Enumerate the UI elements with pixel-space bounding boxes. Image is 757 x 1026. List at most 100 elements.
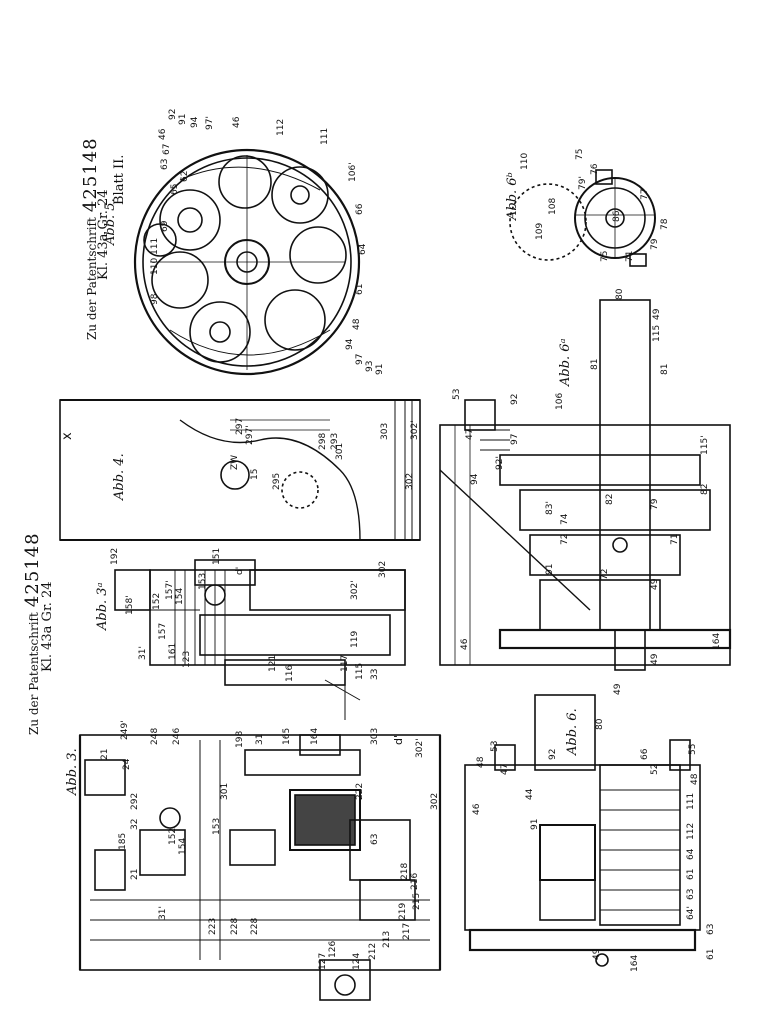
ref-number: 164 — [712, 632, 722, 650]
ref-number: ZW — [230, 454, 240, 470]
ref-number: 110 — [150, 257, 160, 275]
ref-number: 67 — [162, 143, 172, 155]
abb6a-drawing — [439, 299, 732, 671]
ref-number: 111 — [150, 237, 160, 255]
ref-number: 213 — [382, 930, 392, 948]
ref-number: 164 — [310, 727, 320, 745]
ref-number: 86 — [612, 210, 622, 222]
ref-number: 301 — [335, 442, 345, 460]
ref-number: 295 — [272, 472, 282, 490]
ref-number: 119 — [350, 630, 360, 648]
ref-number: 61 — [686, 868, 696, 880]
ref-number: 198 — [235, 730, 245, 748]
ref-number: 62 — [180, 170, 190, 182]
ref-number: 115 — [652, 324, 662, 342]
ref-number: 164 — [630, 954, 640, 972]
ref-number: 111 — [686, 792, 696, 810]
ref-number: 123 — [182, 650, 192, 668]
caption-abb4: Abb. 4. — [112, 453, 127, 500]
ref-number: 49 — [650, 578, 660, 590]
ref-number: 154 — [178, 837, 188, 855]
ref-number: 91 — [178, 113, 188, 125]
ref-number: 69 — [160, 220, 170, 232]
caption-abb6a: Abb. 6ᵃ — [558, 338, 573, 386]
ref-number: 297' — [245, 425, 255, 445]
ref-number: 109 — [535, 222, 545, 240]
ref-number: 301 — [220, 782, 230, 800]
ref-number: 74 — [560, 513, 570, 525]
ref-number: 303 — [370, 727, 380, 745]
ref-number: 106 — [555, 392, 565, 410]
ref-number: 223 — [208, 917, 218, 935]
ref-number: 46 — [472, 803, 482, 815]
ref-number: 94 — [470, 473, 480, 485]
ref-number: 82 — [605, 493, 615, 505]
ref-number: 80 — [595, 718, 605, 730]
ref-number: 77 — [640, 188, 650, 200]
ref-number: 33 — [370, 668, 380, 680]
ref-number: 219 — [398, 902, 408, 920]
ref-number: 212 — [368, 942, 378, 960]
ref-number: 76 — [590, 163, 600, 175]
ref-number: 47 — [465, 428, 475, 440]
ref-number: 302' — [410, 420, 420, 440]
ref-number: 153 — [198, 572, 208, 590]
ref-number: 31' — [158, 906, 168, 920]
ref-number: 217 — [402, 922, 412, 940]
abb5-drawing — [133, 148, 361, 376]
ref-number: 49 — [592, 948, 602, 960]
ref-number: 151 — [212, 547, 222, 565]
ref-number: 117 — [340, 654, 350, 672]
ref-number: 83' — [545, 501, 555, 515]
ref-number: 79 — [650, 498, 660, 510]
ref-number: 152 — [152, 592, 162, 610]
ref-number: 47 — [500, 763, 510, 775]
ref-number: 91 — [545, 563, 555, 575]
ref-number: 75 — [575, 148, 585, 160]
ref-number: 79' — [578, 176, 588, 190]
ref-number: 192 — [110, 547, 120, 565]
ref-number: 112 — [686, 822, 696, 840]
ref-number: 44 — [525, 788, 535, 800]
ref-number: 161 — [168, 642, 178, 660]
ref-number: 302' — [350, 580, 360, 600]
ref-number: 302 — [405, 472, 415, 490]
ref-number: 154 — [175, 587, 185, 605]
ref-number: 91 — [375, 363, 385, 375]
abb6-drawing — [464, 694, 701, 967]
ref-number: 298 — [318, 432, 328, 450]
ref-number: 21 — [130, 868, 140, 880]
ref-number: 49 — [652, 308, 662, 320]
ref-number: 24 — [122, 758, 132, 770]
ref-number: 48 — [690, 773, 700, 785]
ref-number: 78 — [660, 218, 670, 230]
ref-number: 111 — [320, 127, 330, 145]
ref-number: 157 — [158, 622, 168, 640]
ref-number: 71 — [625, 250, 635, 262]
ref-number: 152 — [168, 827, 178, 845]
ref-number: 218 — [400, 862, 410, 880]
abb4-drawing — [59, 399, 421, 541]
ref-number: 31' — [138, 646, 148, 660]
ref-number: 302' — [415, 738, 425, 758]
ref-number: 228 — [230, 917, 240, 935]
ref-number: 92' — [495, 456, 505, 470]
ref-number: 64 — [686, 848, 696, 860]
ref-number: 63 — [686, 888, 696, 900]
ref-number: 115' — [700, 435, 710, 455]
ref-number: d' — [392, 734, 405, 745]
ref-number: 292 — [130, 792, 140, 810]
ref-number: 97 — [510, 433, 520, 445]
ref-number: 66 — [640, 748, 650, 760]
ref-number: 72 — [560, 533, 570, 545]
ref-number: 53 — [490, 740, 500, 752]
ref-number: 92 — [510, 393, 520, 405]
ref-number: 46 — [460, 638, 470, 650]
ref-number: 124 — [352, 952, 362, 970]
ref-number: 112 — [276, 118, 286, 136]
ref-number: 55 — [688, 743, 698, 755]
ref-number: 116 — [285, 664, 295, 682]
ref-number: 81 — [660, 363, 670, 375]
